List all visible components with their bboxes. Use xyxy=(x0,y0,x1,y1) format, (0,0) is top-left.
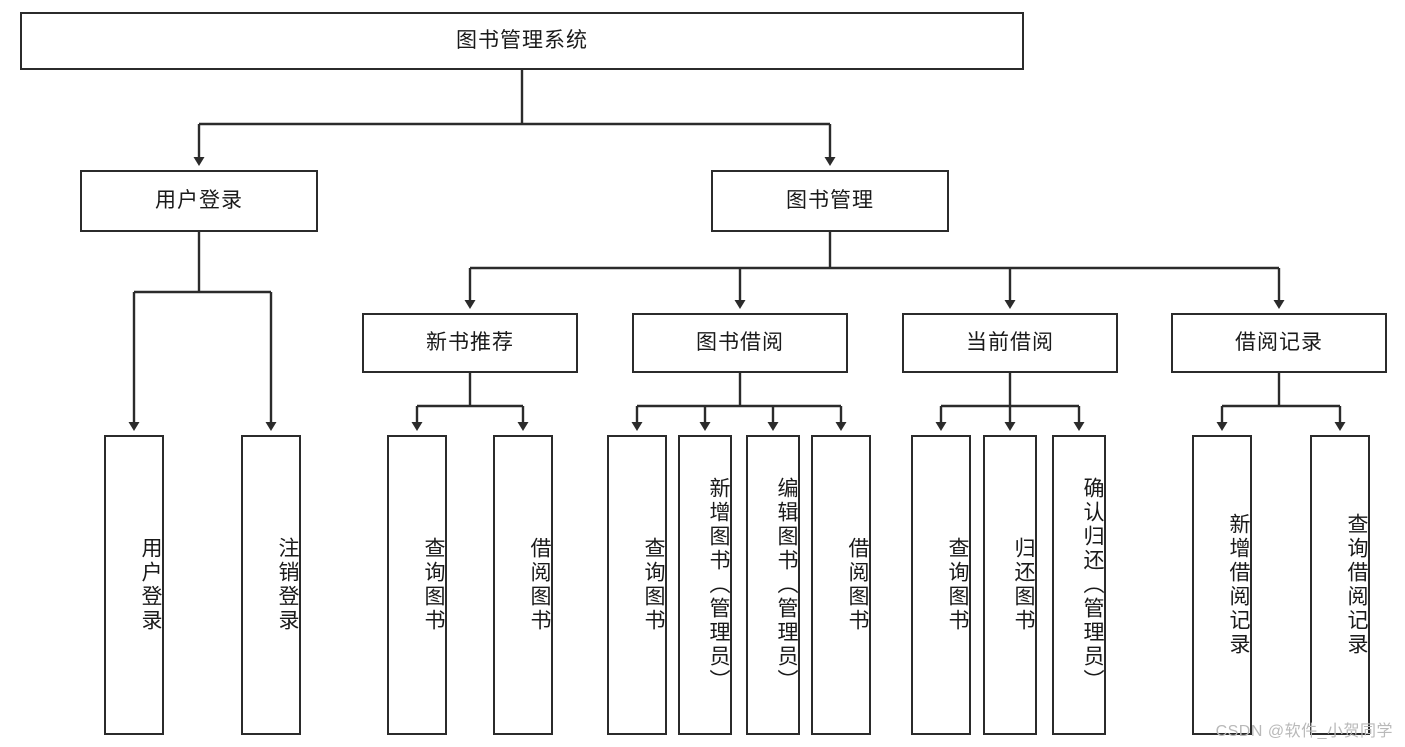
node-new-book-recommend[interactable]: 新书推荐 xyxy=(362,313,578,373)
leaf-label: 确认归还（管理员） xyxy=(1081,477,1104,693)
leaf-user-login[interactable]: 用户登录 xyxy=(104,435,164,735)
leaf-query-book-1[interactable]: 查询图书 xyxy=(387,435,447,735)
leaf-edit-book[interactable]: 编辑图书（管理员） xyxy=(746,435,800,735)
leaf-label: 归还图书 xyxy=(1012,537,1035,633)
csdn-watermark: CSDN @软件_小贺同学 xyxy=(1215,723,1393,740)
leaf-label: 查询图书 xyxy=(422,537,445,633)
leaf-label: 查询图书 xyxy=(946,537,969,633)
leaf-label: 借阅图书 xyxy=(846,537,869,633)
node-borrow-record[interactable]: 借阅记录 xyxy=(1171,313,1387,373)
node-book-management[interactable]: 图书管理 xyxy=(711,170,949,232)
leaf-label: 查询借阅记录 xyxy=(1345,513,1368,657)
leaf-add-record[interactable]: 新增借阅记录 xyxy=(1192,435,1252,735)
leaf-label: 借阅图书 xyxy=(528,537,551,633)
node-user-login[interactable]: 用户登录 xyxy=(80,170,318,232)
leaf-label: 注销登录 xyxy=(276,537,299,633)
node-current-borrow[interactable]: 当前借阅 xyxy=(902,313,1118,373)
leaf-borrow-book-1[interactable]: 借阅图书 xyxy=(493,435,553,735)
leaf-add-book[interactable]: 新增图书（管理员） xyxy=(678,435,732,735)
leaf-return-book[interactable]: 归还图书 xyxy=(983,435,1037,735)
leaf-label: 新增借阅记录 xyxy=(1227,513,1250,657)
leaf-confirm-return[interactable]: 确认归还（管理员） xyxy=(1052,435,1106,735)
leaf-query-record[interactable]: 查询借阅记录 xyxy=(1310,435,1370,735)
leaf-logout-login[interactable]: 注销登录 xyxy=(241,435,301,735)
leaf-label: 编辑图书（管理员） xyxy=(775,477,798,693)
leaf-borrow-book-2[interactable]: 借阅图书 xyxy=(811,435,871,735)
leaf-query-book-2[interactable]: 查询图书 xyxy=(607,435,667,735)
leaf-label: 查询图书 xyxy=(642,537,665,633)
leaf-query-book-3[interactable]: 查询图书 xyxy=(911,435,971,735)
node-book-borrow[interactable]: 图书借阅 xyxy=(632,313,848,373)
leaf-label: 用户登录 xyxy=(139,537,162,633)
leaf-label: 新增图书（管理员） xyxy=(707,477,730,693)
node-root-system[interactable]: 图书管理系统 xyxy=(20,12,1024,70)
